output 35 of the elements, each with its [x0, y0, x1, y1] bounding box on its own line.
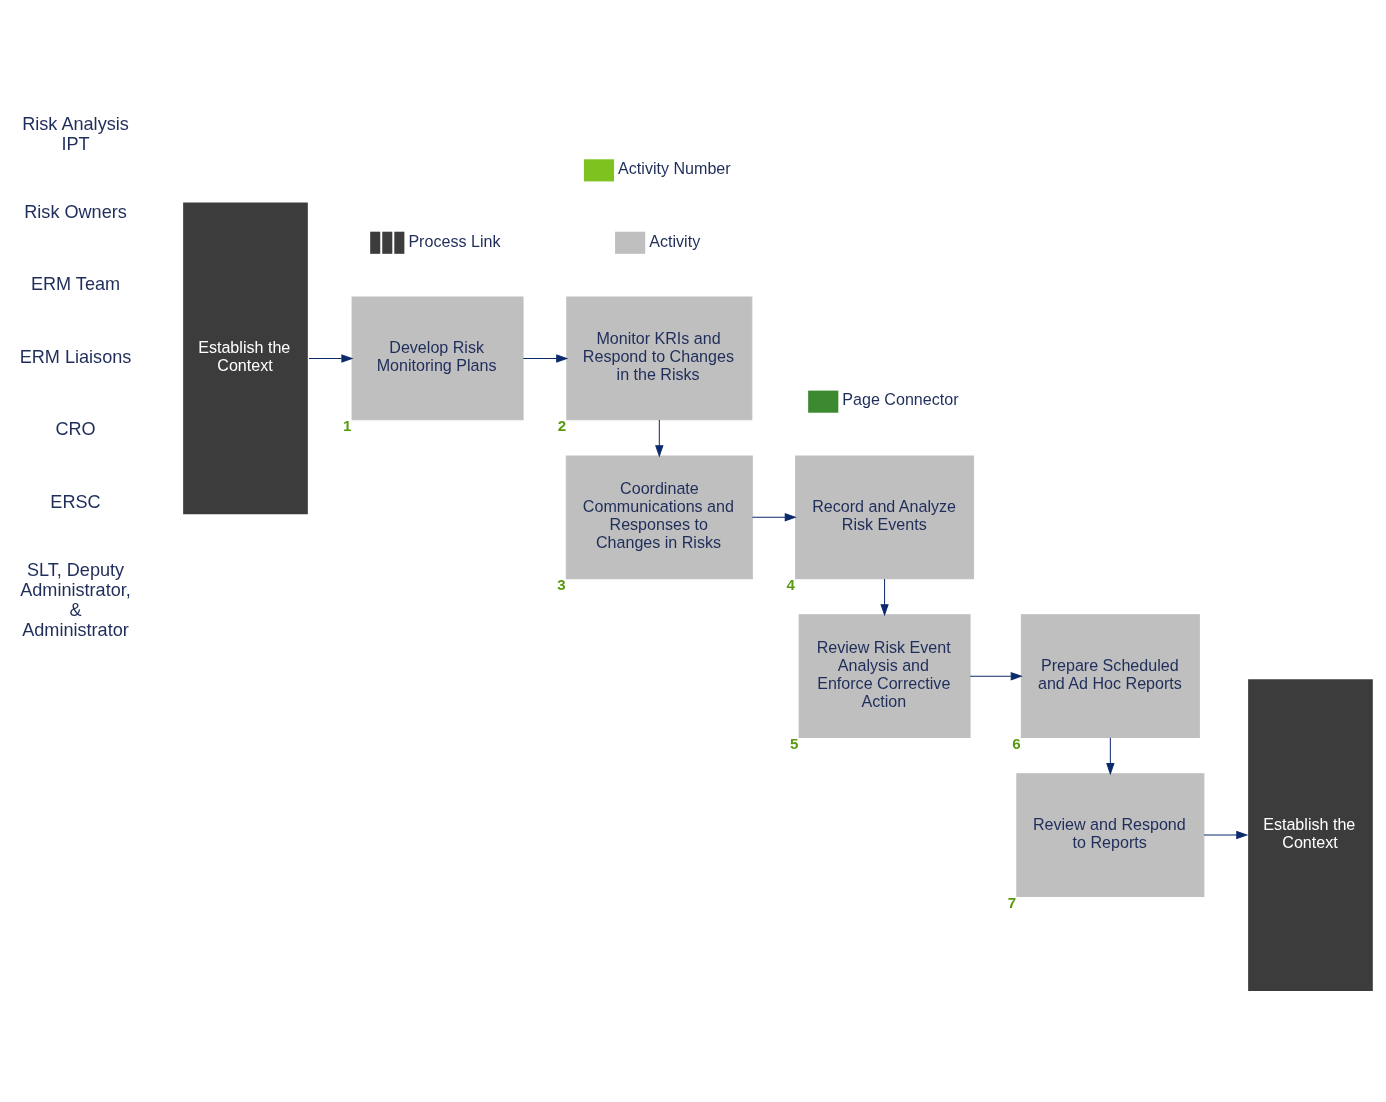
node-label: 5: [790, 734, 799, 752]
node-label: 7: [1007, 893, 1017, 910]
node-box: Establish the Context: [1246, 676, 1375, 993]
label: ERM Liaisons: [19, 346, 132, 367]
node-box: Record and Analyze Risk Events: [795, 454, 975, 579]
label: Risk Analysis IPT: [22, 113, 129, 154]
arrow: [308, 353, 354, 363]
node-box: Review Risk Event Analysis and Enforce Corrective Action: [798, 613, 971, 738]
arrow: [655, 419, 664, 457]
label: CRO: [55, 418, 96, 439]
label: Risk Owners: [24, 201, 127, 222]
arrow: [880, 577, 889, 616]
node-label: 1: [343, 416, 352, 434]
legend-label: Activity: [649, 231, 701, 250]
legend-label: Activity Number: [618, 158, 731, 177]
label: ERSC: [50, 491, 101, 512]
legend-label: Process Link: [408, 231, 501, 250]
node-box: Review and Respond to Reports: [1016, 772, 1205, 897]
node-box: Establish the Context: [181, 200, 310, 516]
label: ERM Team: [30, 273, 121, 294]
arrow: [751, 512, 797, 522]
arrow: [1106, 736, 1115, 775]
node-box: Prepare Scheduled and Ad Hoc Reports: [1020, 613, 1200, 738]
node-box: Develop Risk Monitoring Plans: [351, 296, 524, 420]
arrow: [1203, 830, 1249, 839]
node-label: 2: [557, 416, 567, 434]
label: SLT, Deputy Administrator, & Administrator: [20, 559, 131, 640]
arrow: [522, 353, 569, 363]
arrow: [969, 671, 1023, 680]
node-label: 3: [557, 575, 566, 593]
node-label: 6: [1012, 734, 1021, 752]
node-box: Coordinate Communications and Responses to Changes in Risks: [565, 454, 753, 579]
node-box: Monitor KRIs and Respond to Changes in the Risks: [566, 296, 753, 420]
legend-label: Page Connector: [842, 389, 959, 408]
node-label: 4: [786, 575, 795, 593]
